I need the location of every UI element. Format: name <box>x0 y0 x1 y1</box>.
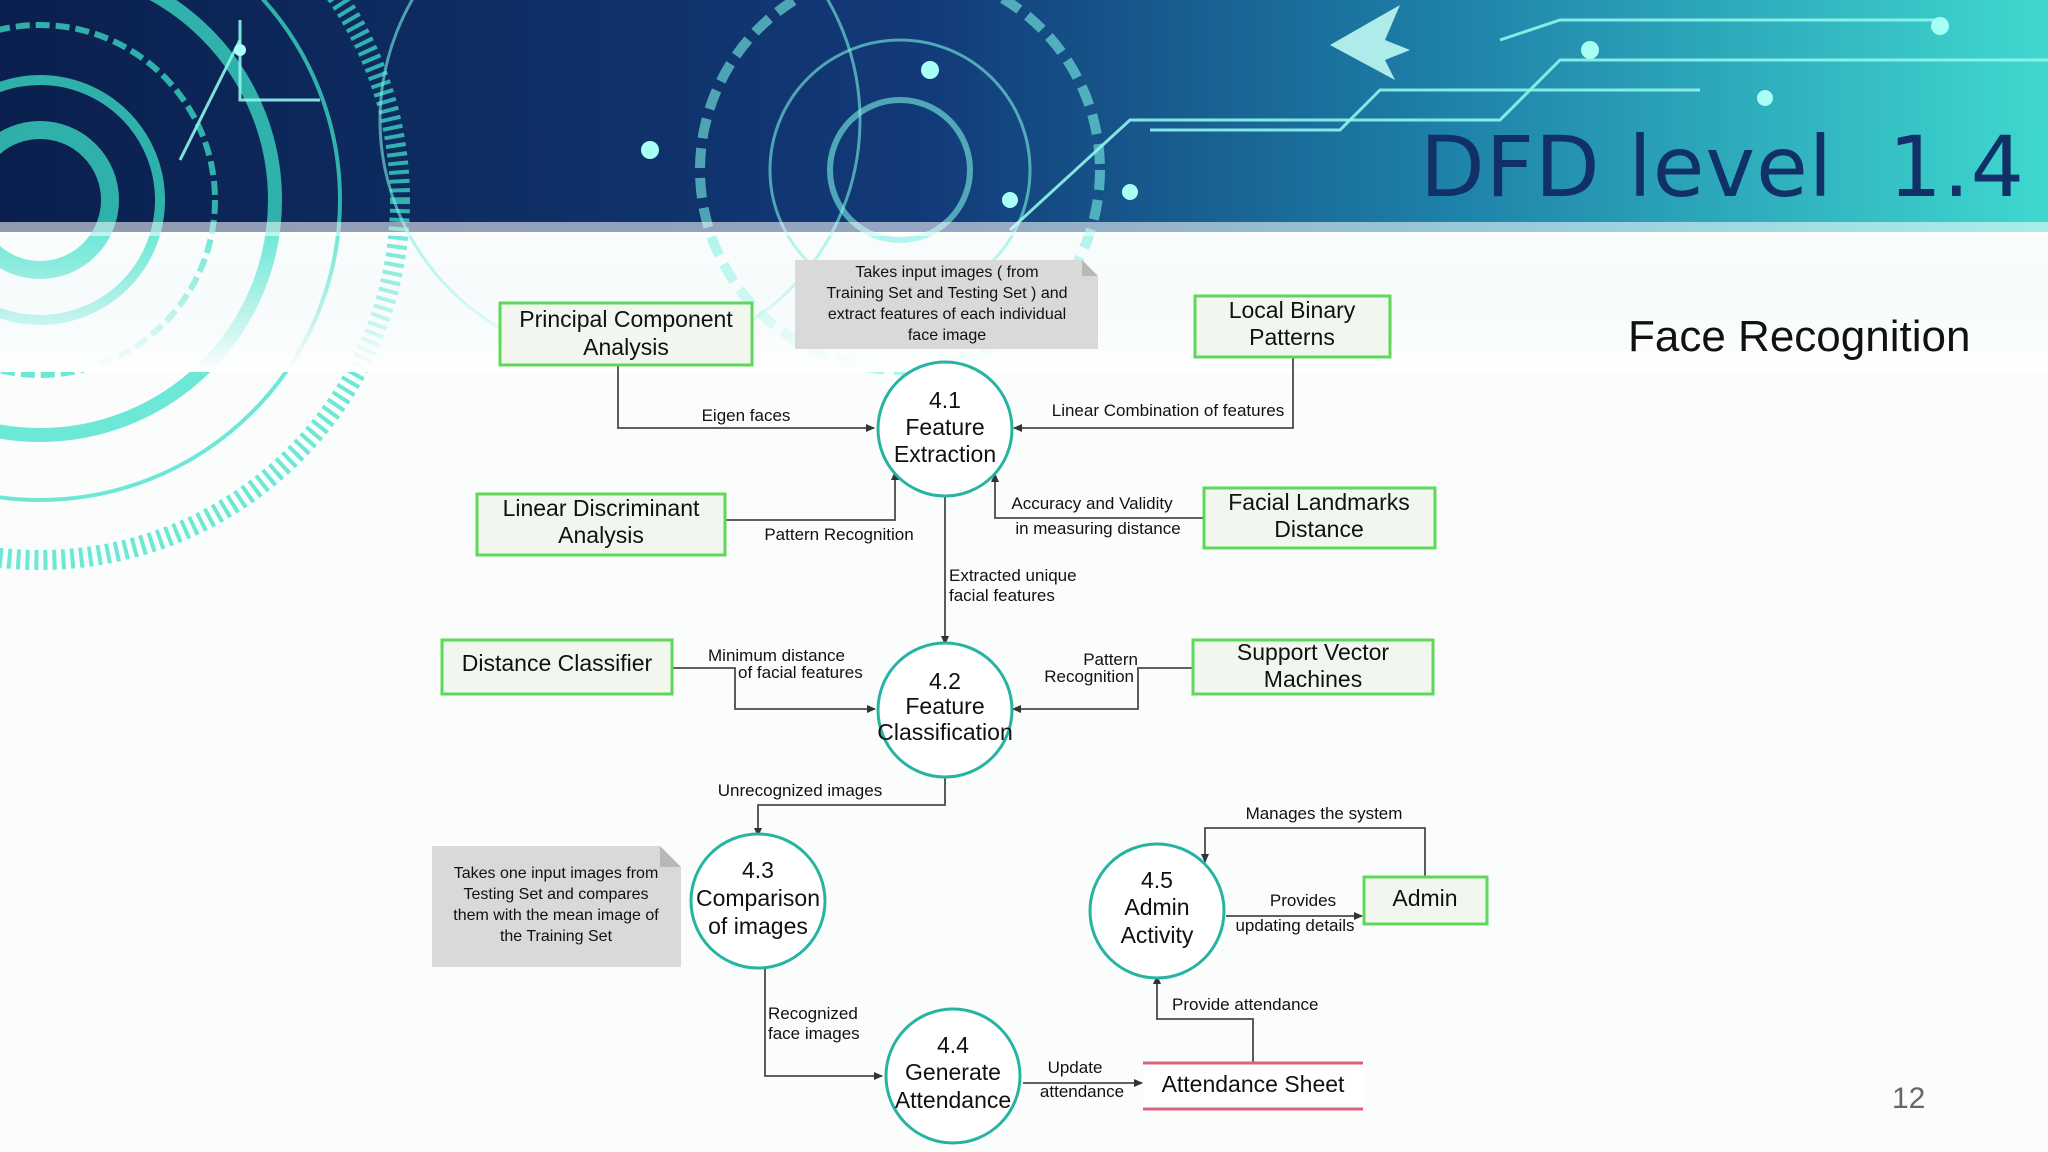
flow-label-provide-attendance: Provide attendance <box>1172 995 1319 1014</box>
flow-label-minimum-distance-line2: of facial features <box>738 663 863 682</box>
flow-label-accuracy-line1: Accuracy and Validity <box>1011 494 1173 513</box>
entity-lda-label-line2: Analysis <box>558 522 644 548</box>
process-4-2-label-line2: Classification <box>877 719 1013 745</box>
process-4-5-number: 4.5 <box>1141 867 1173 893</box>
flow-label-svm-pattern-line2: Recognition <box>1044 667 1134 686</box>
entity-principal-component-analysis: Principal Component Analysis <box>498 301 754 367</box>
note-2-line2: Testing Set and compares <box>464 886 649 903</box>
entity-admin: Admin <box>1362 875 1489 926</box>
process-4-4-label-line1: Generate <box>905 1059 1001 1085</box>
flow-provide-attendance-line <box>1153 975 1254 1063</box>
flow-label-update-line1: Update <box>1048 1058 1103 1077</box>
slide-title: DFD level 1.4 <box>1420 118 2026 216</box>
flow-label-eigen-faces: Eigen faces <box>702 406 791 425</box>
process-4-3-comparison-of-images: 4.3 Comparison of images <box>689 832 827 970</box>
flow-label-provides-line1: Provides <box>1270 891 1336 910</box>
process-4-2-number: 4.2 <box>929 668 961 694</box>
flow-label-update-line2: attendance <box>1040 1082 1124 1101</box>
entity-local-binary-patterns: Local Binary Patterns <box>1193 294 1392 359</box>
entity-lda-label-line1: Linear Discriminant <box>503 495 700 521</box>
flow-recognized-images-line <box>764 967 883 1080</box>
flow-label-unrecognized-images: Unrecognized images <box>718 781 882 800</box>
note-2-line1: Takes one input images from <box>454 865 659 882</box>
flow-label-minimum-distance-line1: Minimum distance <box>708 646 845 665</box>
flow-svm-pattern-line <box>1012 667 1193 713</box>
flow-pattern-recognition-line <box>725 471 899 521</box>
process-4-4-generate-attendance: 4.4 Generate Attendance <box>884 1007 1022 1145</box>
entity-pca-label-line1: Principal Component <box>519 306 733 332</box>
flow-label-pattern-recognition: Pattern Recognition <box>764 525 913 544</box>
entity-svm-label-line2: Machines <box>1264 666 1362 692</box>
flow-label-recognized-line2: face images <box>768 1024 860 1043</box>
process-4-1-feature-extraction: 4.1 Feature Extraction <box>876 360 1014 498</box>
entity-support-vector-machines: Support Vector Machines <box>1191 638 1435 696</box>
flow-unrecognized-images-line <box>754 776 946 837</box>
note-comparison: Takes one input images from Testing Set … <box>432 846 681 967</box>
flow-eigen-faces-line <box>617 360 875 432</box>
process-4-2-feature-classification: 4.2 Feature Classification <box>876 641 1014 779</box>
flow-label-extracted-line1: Extracted unique <box>949 566 1077 585</box>
entity-distance-classifier-label: Distance Classifier <box>462 650 653 676</box>
process-4-3-number: 4.3 <box>742 857 774 883</box>
flow-label-manages-system: Manages the system <box>1246 804 1403 823</box>
flow-accuracy-validity-line <box>991 473 1205 519</box>
flow-label-linear-combination: Linear Combination of features <box>1052 401 1284 420</box>
process-4-3-label-line2: of images <box>708 913 808 939</box>
datastore-attendance-sheet-label: Attendance Sheet <box>1162 1071 1345 1097</box>
flow-linear-combination-line <box>1013 357 1294 432</box>
slide-subtitle: Face Recognition <box>1628 312 1971 361</box>
entity-fld-label-line1: Facial Landmarks <box>1228 489 1410 515</box>
flow-label-accuracy-line2: in measuring distance <box>1015 519 1180 538</box>
process-4-5-label-line2: Activity <box>1121 922 1194 948</box>
page-number: 12 <box>1892 1082 1926 1115</box>
note-2-line3: them with the mean image of <box>453 907 659 924</box>
note-2-line4: the Training Set <box>500 928 613 945</box>
entity-lbp-label-line2: Patterns <box>1249 324 1335 350</box>
note-feature-extraction: Takes input images ( from Training Set a… <box>795 260 1098 349</box>
entity-facial-landmarks-distance: Facial Landmarks Distance <box>1202 486 1437 550</box>
entity-admin-label: Admin <box>1392 885 1457 911</box>
flow-label-recognized-line1: Recognized <box>768 1004 858 1023</box>
process-4-4-label-line2: Attendance <box>895 1087 1011 1113</box>
entity-lbp-label-line1: Local Binary <box>1229 297 1356 323</box>
process-4-5-admin-activity: 4.5 Admin Activity <box>1088 842 1226 980</box>
flow-label-provides-line2: updating details <box>1235 916 1354 935</box>
entity-linear-discriminant-analysis: Linear Discriminant Analysis <box>475 492 727 557</box>
note-1-line2: Training Set and Testing Set ) and <box>826 285 1067 302</box>
process-4-1-number: 4.1 <box>929 387 961 413</box>
entity-distance-classifier: Distance Classifier <box>440 638 674 696</box>
flow-minimum-distance-line <box>672 667 876 713</box>
note-1-line4: face image <box>908 327 986 344</box>
flow-label-svm-pattern-line1: Pattern <box>1083 650 1138 669</box>
process-4-5-label-line1: Admin <box>1124 894 1189 920</box>
flow-manages-system-line <box>1201 827 1426 880</box>
note-1-line1: Takes input images ( from <box>855 264 1038 281</box>
flow-label-extracted-line2: facial features <box>949 586 1055 605</box>
note-1-line3: extract features of each individual <box>828 306 1066 323</box>
entity-fld-label-line2: Distance <box>1274 516 1363 542</box>
process-4-3-label-line1: Comparison <box>696 885 820 911</box>
process-4-1-label-line1: Feature <box>905 414 984 440</box>
entity-svm-label-line1: Support Vector <box>1237 639 1389 665</box>
datastore-attendance-sheet: Attendance Sheet <box>1143 1061 1363 1111</box>
process-4-2-label-line1: Feature <box>905 693 984 719</box>
process-4-1-label-line2: Extraction <box>894 441 996 467</box>
entity-pca-label-line2: Analysis <box>583 334 669 360</box>
process-4-4-number: 4.4 <box>937 1032 969 1058</box>
